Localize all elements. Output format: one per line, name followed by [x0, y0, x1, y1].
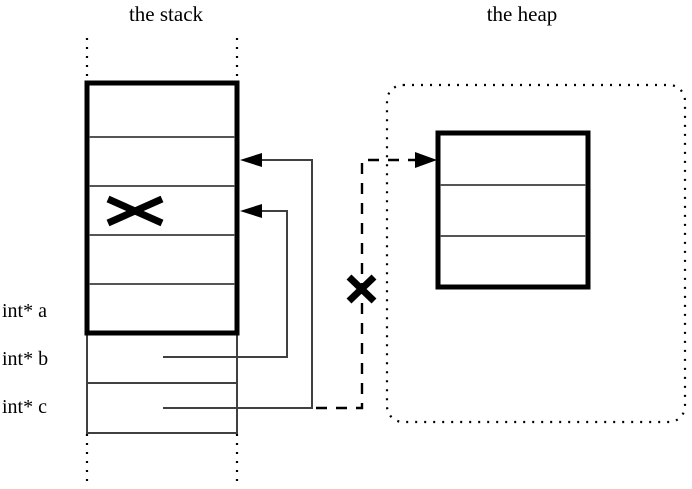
pointer-line-c-stack	[163, 159, 313, 409]
pointer-line-b	[163, 210, 288, 358]
heap-title: the heap	[486, 2, 558, 26]
stack-title: the stack	[128, 2, 204, 26]
crossout-x-icon	[106, 195, 164, 227]
pointer-arrowhead-b	[240, 204, 262, 218]
invalidated-pointer-x-icon	[346, 274, 377, 304]
pointer-label-b: int* b	[2, 348, 49, 370]
pointer-arrowhead-c-stack	[240, 153, 262, 167]
stack-box	[84, 80, 240, 336]
pointer-label-a: int* a	[2, 300, 47, 322]
pointer-label-c: int* c	[2, 396, 47, 418]
dangling-pointer-arrowhead	[415, 152, 437, 168]
heap-box	[435, 130, 591, 290]
